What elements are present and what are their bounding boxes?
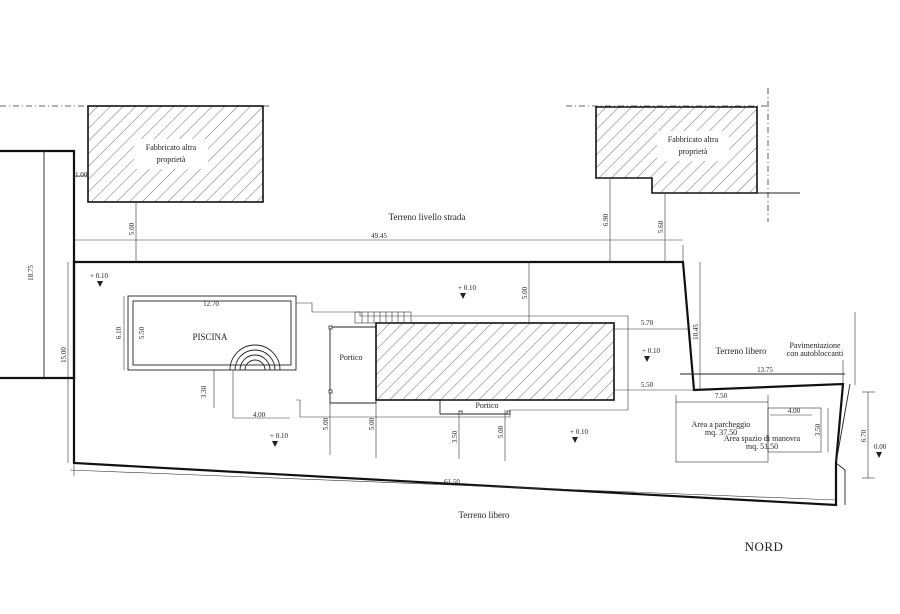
dim-front-width: 49.45 bbox=[371, 232, 387, 240]
house-dimensions: 5.00 5.70 5.50 10.45 5.00 5.00 3.50 5.00 bbox=[322, 262, 701, 461]
paving-label-2: con autobloccanti bbox=[787, 349, 844, 358]
maneuver-area: 4.00 3.50 Area spazio di manovra mq. 51.… bbox=[724, 407, 829, 453]
dim-left-setback: 1.00 bbox=[75, 171, 88, 179]
parking-label-1: Area a parcheggio bbox=[692, 420, 751, 429]
pool: PISCINA 12.70 6.10 5.50 3.30 4.00 bbox=[115, 295, 297, 419]
portico-label-1: Portico bbox=[339, 353, 362, 362]
pool-label: PISCINA bbox=[192, 332, 228, 342]
dim-pool-length: 12.70 bbox=[203, 300, 219, 308]
dim-bottom-setback-4: 5.00 bbox=[497, 425, 505, 438]
dim-left-height: 18.75 bbox=[27, 265, 35, 281]
building-right-label-1: Fabbricato altra bbox=[668, 135, 719, 144]
dim-pool-step-width: 4.00 bbox=[253, 411, 266, 419]
dim-setback-left-bldg: 5.00 bbox=[128, 222, 136, 235]
house: Portico Portico bbox=[296, 302, 629, 418]
dim-right-strip: 13.75 bbox=[757, 366, 773, 374]
dim-maneuver-depth: 3.50 bbox=[814, 423, 822, 436]
svg-text:+ 0.10: + 0.10 bbox=[570, 428, 588, 436]
portico-label-2: Portico bbox=[475, 401, 498, 410]
lot-outline bbox=[72, 245, 851, 507]
north-label: NORD bbox=[745, 539, 784, 554]
dim-house-setback-top: 5.00 bbox=[521, 286, 529, 299]
dim-parking-width: 7.50 bbox=[715, 392, 728, 400]
maneuver-label-2: mq. 51.50 bbox=[746, 442, 778, 451]
road-level-label: Terreno livello strada bbox=[389, 212, 466, 222]
level-marker-top-left: + 0.10 bbox=[90, 272, 108, 287]
front-dimensions: Terreno livello strada 49.45 5.00 6.90 5… bbox=[74, 178, 683, 262]
dim-bottom-setback-3: 3.50 bbox=[451, 430, 459, 443]
svg-text:0.00: 0.00 bbox=[874, 443, 887, 451]
dim-lot-right-depth: 10.45 bbox=[692, 324, 700, 340]
paving-label-1: Pavimentazione bbox=[789, 341, 841, 350]
svg-text:+ 0.10: + 0.10 bbox=[270, 432, 288, 440]
house-steps bbox=[354, 311, 412, 324]
level-marker-right: + 0.10 bbox=[642, 347, 660, 362]
level-marker-bottom-left: + 0.10 bbox=[270, 432, 288, 447]
free-land-bottom-label: Terreno libero bbox=[458, 510, 510, 520]
dim-total-length: 61.50 bbox=[444, 478, 460, 486]
building-left-label-1: Fabbricato altra bbox=[146, 143, 197, 152]
svg-text:+ 0.10: + 0.10 bbox=[642, 347, 660, 355]
svg-text:+ 0.10: + 0.10 bbox=[90, 272, 108, 280]
dim-bottom-setback-1: 5.00 bbox=[322, 417, 330, 430]
dim-setback-right-1: 6.90 bbox=[602, 213, 610, 226]
building-right: Fabbricato altra proprietà bbox=[595, 106, 800, 194]
parking-label-2: mq. 37.50 bbox=[705, 428, 737, 437]
dim-lot-depth-left: 15.00 bbox=[60, 347, 68, 363]
dim-bottom-setback-2: 5.00 bbox=[368, 417, 376, 430]
svg-text:+ 0.10: + 0.10 bbox=[458, 284, 476, 292]
axis-lines bbox=[0, 88, 770, 222]
building-right-label-2: proprietà bbox=[679, 147, 708, 156]
building-left: Fabbricato altra proprietà bbox=[87, 105, 264, 203]
dim-pool-width-outer: 6.10 bbox=[115, 326, 123, 339]
bottom-dimensions: 61.50 Terreno libero bbox=[69, 463, 837, 520]
dim-pool-step-depth: 3.30 bbox=[200, 385, 208, 398]
dim-house-to-right-2: 5.50 bbox=[641, 381, 654, 389]
free-land-right-label: Terreno libero bbox=[715, 346, 767, 356]
level-marker-top-center: + 0.10 bbox=[458, 284, 476, 299]
dim-setback-right-2: 5.60 bbox=[657, 220, 665, 233]
level-marker-bottom-center: + 0.10 bbox=[570, 428, 588, 443]
dim-pool-width-inner: 5.50 bbox=[138, 326, 146, 339]
building-left-label-2: proprietà bbox=[157, 155, 186, 164]
maneuver-label-1: Area spazio di manovra bbox=[724, 434, 801, 443]
parking-area: 7.50 Area a parcheggio mq. 37.50 bbox=[675, 392, 769, 463]
level-marker-outside: 0.00 bbox=[874, 443, 887, 458]
dim-maneuver-width: 4.00 bbox=[788, 407, 801, 415]
dim-house-to-right: 5.70 bbox=[641, 319, 654, 327]
dim-right-edge-depth: 6.70 bbox=[860, 429, 868, 442]
